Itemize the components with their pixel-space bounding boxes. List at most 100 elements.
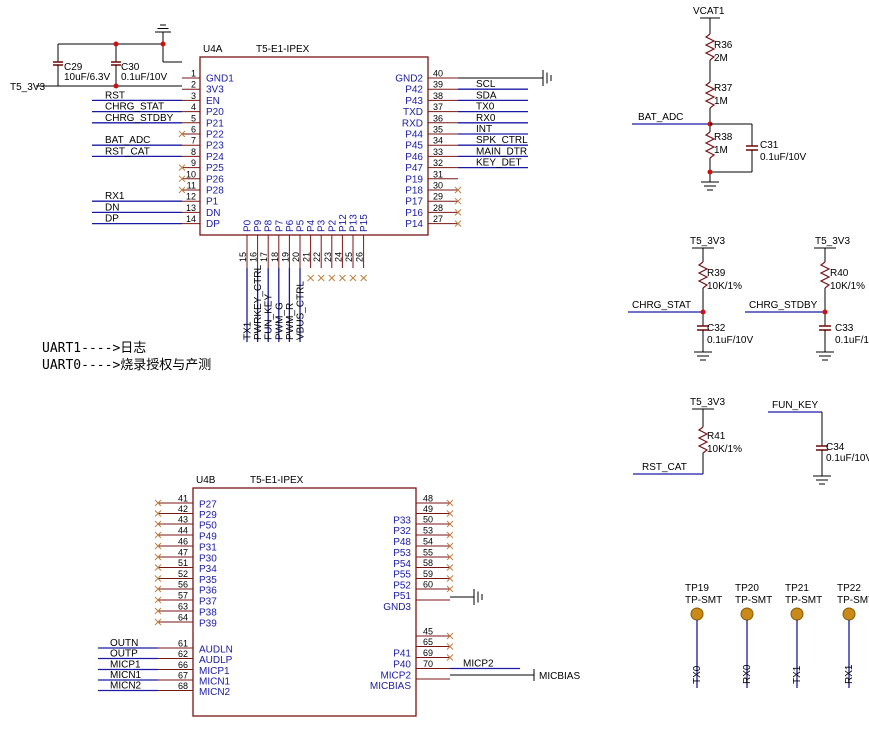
pin-number: 46 [178,537,188,547]
pin-name: P55 [393,570,411,581]
pin-name: P30 [199,554,217,565]
ground-icon [694,351,712,361]
net-label: MICBIAS [539,671,580,682]
net-label: INT [476,124,492,135]
chrg-stat-net: CHRG_STAT [632,300,691,311]
pin-name: P48 [393,537,411,548]
pin-name: P45 [405,141,423,152]
ground-icon [816,351,834,361]
pin-name: P25 [206,163,224,174]
test-pad-icon [790,607,804,621]
ground-icon [813,475,831,485]
u4a-ref: U4A [203,44,223,55]
pin-name: GND1 [206,74,234,85]
pin-name: P22 [206,130,224,141]
pin-number: 17 [259,252,269,262]
chrg-stdby-net: CHRG_STDBY [749,300,818,311]
u4b-left-pins: 41P2742P2943P5044P4946P3147P3051P3452P35… [98,494,233,698]
c29-value: 10uF/6.3V [64,72,110,83]
pin-number: 35 [433,125,443,135]
net-label: PWM_R [285,303,296,340]
net-label: SDA [476,90,497,101]
pin-number: 65 [423,637,433,647]
pin-name: P54 [393,559,411,570]
net-label: FUN_KEY [264,294,275,340]
pin-number: 14 [186,214,196,224]
pin-number: 6 [191,125,196,135]
pin-number: 38 [433,91,443,101]
u4a-value: T5-E1-IPEX [256,44,310,55]
pin-number: 8 [191,147,196,157]
pin-name: RXD [402,118,423,129]
net-label: TX0 [476,102,495,113]
pin-number: 66 [178,660,188,670]
pin-name: P20 [206,107,224,118]
c32-value: 0.1uF/10V [707,335,753,346]
pin-number: 45 [423,627,433,637]
pin-number: 37 [433,102,443,112]
chrg-stat-circuit: T5_3V3 R39 10K/1% CHRG_STAT C32 0.1uF/10… [628,236,753,361]
test-point-ref: TP20 [735,583,759,594]
test-point-type: TP-SMT [685,595,722,606]
pin-name: P50 [199,521,217,532]
pin-name: P53 [393,548,411,559]
pin-name: P12 [338,214,349,232]
pin-name: P21 [206,118,224,129]
test-pad-icon [740,607,754,621]
r36-ref: R36 [714,40,733,51]
net-label: OUTP [110,649,138,660]
pin-name: P18 [405,186,423,197]
pin-name: 3V3 [206,85,224,96]
c33-ref: C33 [835,323,854,334]
pin-name: AUDLP [199,655,233,666]
pin-number: 12 [186,192,196,202]
net-label: RX0 [742,664,753,684]
pin-number: 32 [433,158,443,168]
net-label: RST [105,90,125,101]
pin-name: P43 [405,96,423,107]
ground-icon [542,70,552,86]
rst-cat-net: RST_CAT [642,462,687,473]
pin-name: P0 [243,219,254,232]
pin-number: 22 [312,252,322,262]
ground-icon [473,589,483,605]
net-label: PWM_G [274,302,285,340]
u4b-symbol: U4B T5-E1-IPEX 41P2742P2943P5044P4946P31… [98,475,581,717]
pin-number: 47 [178,548,188,558]
r40-ref: R40 [830,268,849,279]
rst-cat-power: T5_3V3 [690,397,725,408]
u4b-body [192,487,417,717]
r37-value: 1M [714,96,728,107]
net-label: MICN1 [110,670,142,681]
r41-value: 10K/1% [707,444,742,455]
pin-name: TXD [403,107,423,118]
net-label: MAIN_DTR [476,146,527,157]
pin-number: 48 [423,494,433,504]
pin-number: 51 [178,558,188,568]
pin-name: P4 [306,219,317,232]
pin-name: P1 [206,197,219,208]
pin-name: DN [206,208,220,219]
ground-icon [701,181,719,191]
pin-number: 34 [433,136,443,146]
pin-name: DP [206,219,220,230]
pin-number: 55 [423,548,433,558]
pin-name: P39 [199,619,217,630]
pin-number: 54 [423,537,433,547]
pin-number: 19 [280,252,290,262]
pin-name: P35 [199,575,217,586]
pin-number: 59 [423,569,433,579]
pin-number: 9 [191,158,196,168]
pin-number: 43 [178,515,188,525]
pin-name: P19 [405,174,423,185]
pin-name: P16 [405,208,423,219]
pin-number: 36 [433,113,443,123]
uart0-note: UART0---->烧录授权与产测 [42,357,211,373]
net-label: MICN2 [110,681,142,692]
pin-number: 18 [270,252,280,262]
pin-name: P27 [199,500,217,511]
